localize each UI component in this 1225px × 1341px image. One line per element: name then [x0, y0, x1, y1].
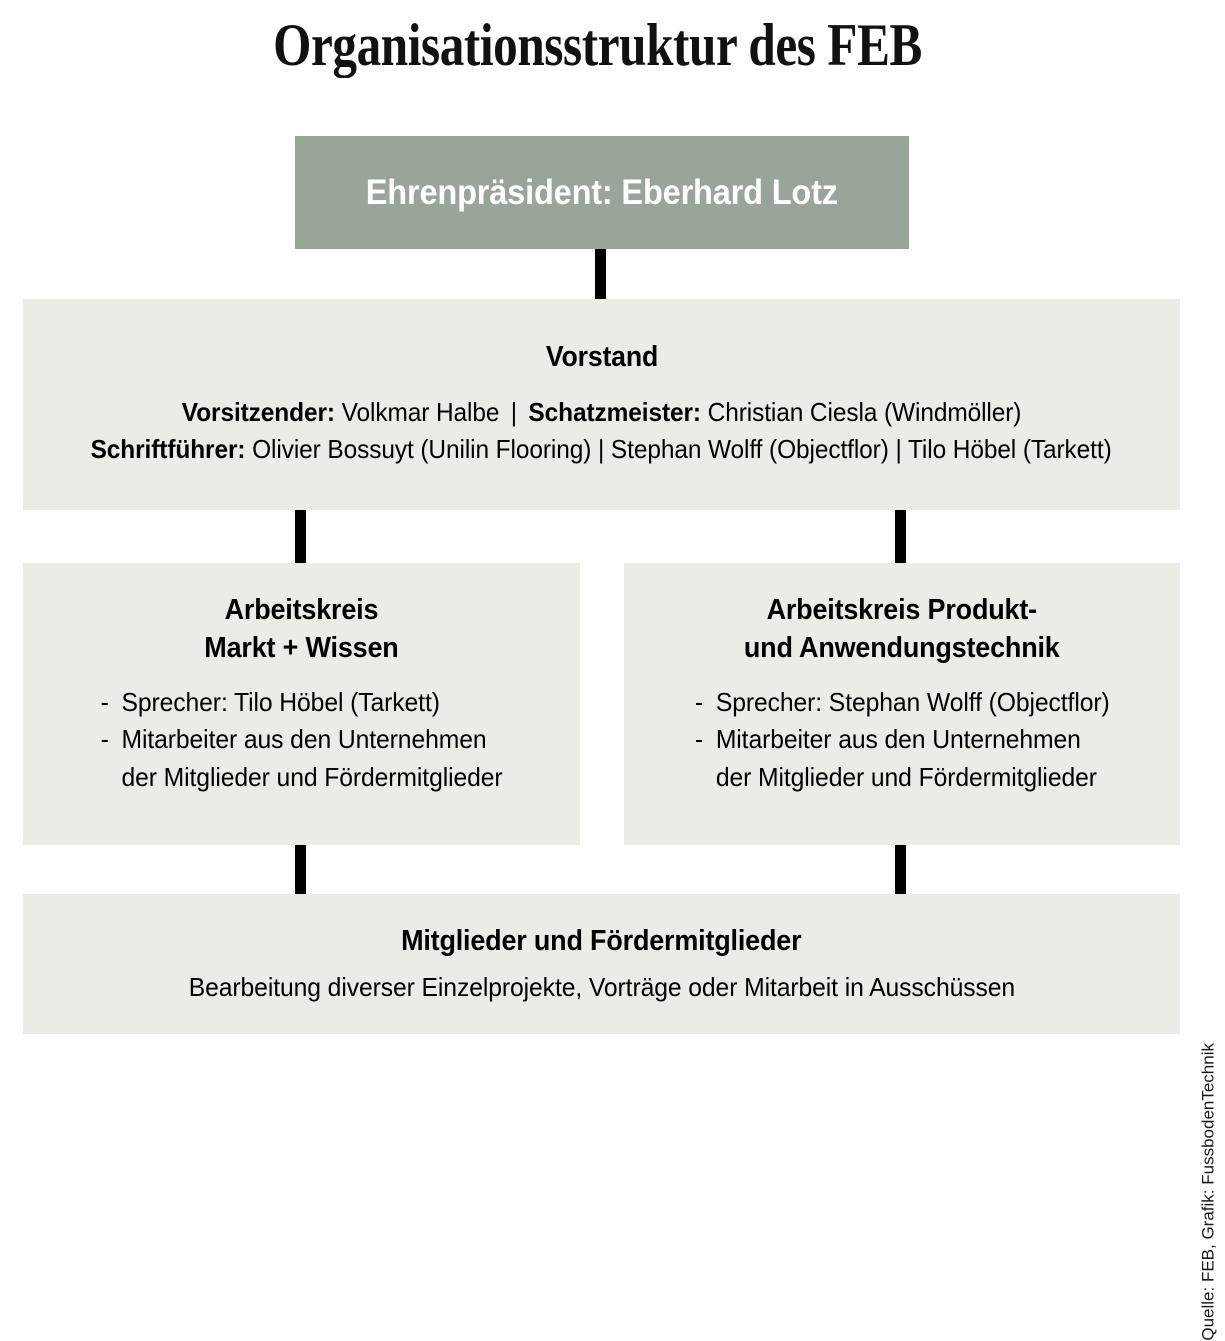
- node-working-group-technology: Arbeitskreis Produkt- und Anwendungstech…: [624, 563, 1180, 845]
- bullet-dash-icon: -: [100, 686, 109, 717]
- board-secretary-value: Olivier Bossuyt (Unilin Flooring) | Step…: [252, 434, 1113, 464]
- board-treasurer-label: Schatzmeister:: [528, 397, 701, 428]
- wg-tech-item-1-text: Sprecher: Stephan Wolff (Objectflor): [715, 686, 1110, 717]
- board-chair-label: Vorsitzender:: [181, 397, 335, 428]
- page-title: Organisationsstruktur des FEB: [273, 12, 922, 78]
- bullet-dash-icon: -: [694, 686, 703, 717]
- connector-board-to-wg-tech: [895, 510, 906, 564]
- list-item: - Sprecher: Tilo Höbel (Tarkett): [101, 684, 503, 722]
- board-treasurer-value: Christian Ciesla (Windmöller): [707, 397, 1022, 428]
- list-item: - Mitarbeiter aus den Unternehmen der Mi…: [101, 721, 503, 797]
- source-credit: Quelle: FEB, Grafik: FussbodenTechnik: [1199, 1043, 1218, 1341]
- list-item: - Mitarbeiter aus den Unternehmen der Mi…: [695, 721, 1110, 797]
- wg-tech-list: - Sprecher: Stephan Wolff (Objectflor) -…: [695, 684, 1110, 798]
- connector-wg-tech-to-members: [895, 845, 906, 895]
- list-item: - Sprecher: Stephan Wolff (Objectflor): [695, 684, 1110, 722]
- connector-wg-market-to-members: [295, 845, 306, 895]
- wg-tech-title-line-1: Arbeitskreis Produkt-: [766, 594, 1038, 626]
- node-members: Mitglieder und Fördermitglieder Bearbeit…: [23, 894, 1180, 1034]
- wg-market-title: Arbeitskreis Markt + Wissen: [204, 591, 398, 668]
- members-title: Mitglieder und Fördermitglieder: [401, 925, 802, 957]
- wg-tech-item-2-line-1: Mitarbeiter aus den Unternehmen: [715, 724, 1081, 755]
- connector-board-to-wg-market: [295, 510, 306, 564]
- bullet-dash-icon: -: [100, 724, 109, 755]
- wg-market-list: - Sprecher: Tilo Höbel (Tarkett) - Mitar…: [101, 684, 503, 798]
- wg-market-item-2-line-2: der Mitglieder und Fördermitglieder: [121, 762, 503, 793]
- wg-tech-title: Arbeitskreis Produkt- und Anwendungstech…: [744, 591, 1060, 668]
- board-line-2: Schriftführer: Olivier Bossuyt (Unilin F…: [91, 431, 1112, 468]
- connector-honorary-to-board: [595, 249, 606, 300]
- wg-tech-item-2-line-2: der Mitglieder und Fördermitglieder: [715, 762, 1097, 793]
- members-subtitle: Bearbeitung diverser Einzelprojekte, Vor…: [188, 972, 1015, 1002]
- wg-market-item-2-text: Mitarbeiter aus den Unternehmen der Mitg…: [121, 721, 502, 797]
- node-board: Vorstand Vorsitzender: Volkmar Halbe | S…: [23, 299, 1180, 510]
- board-secretary-label: Schriftführer:: [90, 434, 246, 464]
- honorary-president-label: Ehrenpräsident: Eberhard Lotz: [365, 172, 839, 212]
- board-line-1: Vorsitzender: Volkmar Halbe | Schatzmeis…: [182, 394, 1022, 431]
- node-working-group-market: Arbeitskreis Markt + Wissen - Sprecher: …: [23, 563, 580, 845]
- wg-tech-item-2-text: Mitarbeiter aus den Unternehmen der Mitg…: [716, 721, 1097, 797]
- wg-tech-title-line-2: und Anwendungstechnik: [744, 632, 1060, 665]
- wg-market-title-line-2: Markt + Wissen: [204, 632, 399, 665]
- wg-market-item-2-line-1: Mitarbeiter aus den Unternehmen: [121, 724, 487, 755]
- board-line-1-separator: |: [510, 397, 517, 428]
- bullet-dash-icon: -: [694, 724, 703, 755]
- board-title: Vorstand: [545, 341, 658, 374]
- wg-market-title-line-1: Arbeitskreis: [224, 594, 379, 626]
- node-honorary-president: Ehrenpräsident: Eberhard Lotz: [295, 136, 909, 249]
- wg-market-item-1-text: Sprecher: Tilo Höbel (Tarkett): [121, 686, 440, 717]
- board-chair-value: Volkmar Halbe: [341, 397, 500, 428]
